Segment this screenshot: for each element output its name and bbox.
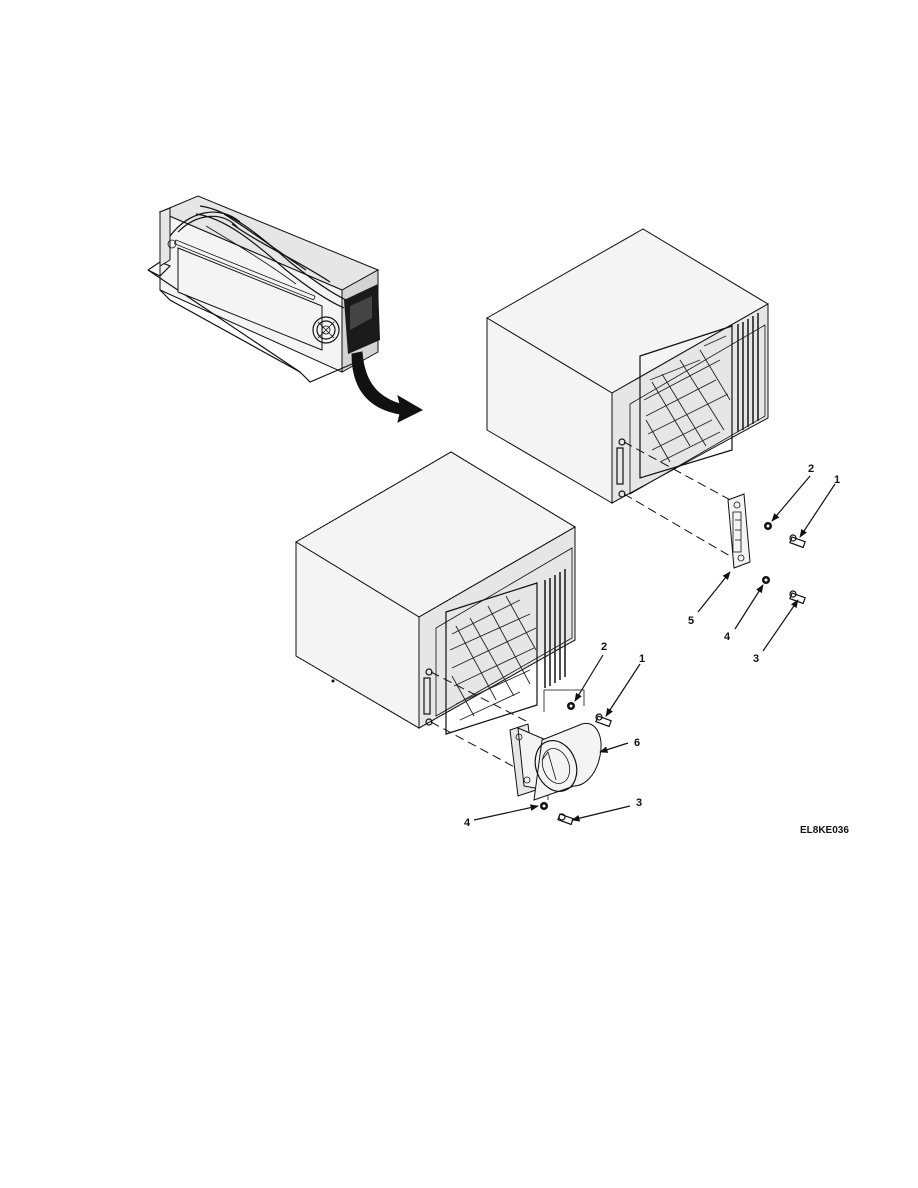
- cover-plate: [727, 493, 751, 569]
- unit-assembly-inset: [147, 195, 424, 423]
- callout-upper-5: 5: [688, 615, 694, 627]
- figure-id: EL8KE036: [800, 825, 849, 836]
- upper-alignment-lines: [623, 441, 735, 557]
- callout-lower-1: 1: [639, 653, 645, 665]
- callout-lower-6: 6: [634, 737, 640, 749]
- lower-callout-leaders: [473, 654, 641, 822]
- callout-upper-4: 4: [724, 631, 731, 643]
- duct-adapter: [509, 722, 602, 801]
- upper-callout-leaders: [697, 475, 836, 652]
- lower-cabinet: [295, 451, 576, 735]
- callout-lower-3: 3: [636, 797, 642, 809]
- callout-upper-3: 3: [753, 653, 759, 665]
- callout-lower-4: 4: [464, 817, 471, 829]
- callout-lower-2: 2: [601, 641, 607, 653]
- upper-cabinet: [486, 228, 769, 504]
- callout-upper-2: 2: [808, 463, 814, 475]
- upper-hardware: [762, 522, 806, 605]
- lower-hardware: [540, 702, 612, 826]
- callout-upper-1: 1: [834, 474, 840, 486]
